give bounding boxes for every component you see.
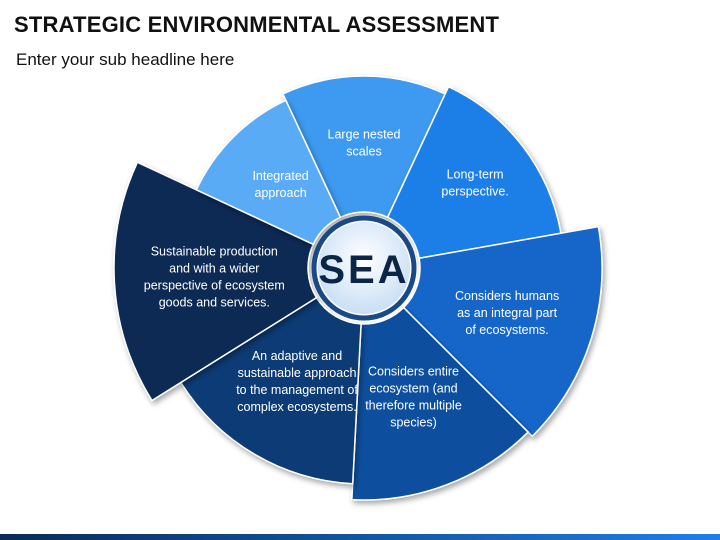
segment-6-label-line: perspective of ecosystem [144, 279, 285, 293]
center-label: SEA [318, 248, 409, 292]
segment-1-label: Large nested scales [328, 128, 401, 159]
segment-4-label: Considers entire ecosystem (and therefore … [365, 364, 462, 429]
segment-4-label-line: Considers entire [368, 364, 459, 378]
bottom-accent-bar [0, 534, 720, 540]
segment-3-label-line: of ecosystems. [465, 323, 548, 337]
segment-5-label-line: to the management of [236, 383, 358, 397]
segment-2-label-line: Long-term [447, 167, 504, 181]
segment-6-label-line: and with a wider [169, 262, 259, 276]
page-subtitle: Enter your sub headline here [16, 50, 235, 69]
segment-5-label: An adaptive and sustainable approach to th… [236, 349, 358, 414]
segment-2-label-line: perspective. [441, 184, 508, 198]
segment-7 [195, 99, 342, 246]
segment-6 [113, 161, 318, 402]
segment-3-label: Considers humans as an integral part of ec… [455, 289, 559, 337]
segment-6-label-line: Sustainable production [151, 245, 278, 259]
segment-1-label-line: Large nested [328, 128, 401, 142]
segment-3-label-line: Considers humans [455, 289, 559, 303]
segment-4-label-line: ecosystem (and [369, 381, 457, 395]
segment-2 [386, 85, 562, 260]
segment-7-label-line: Integrated [252, 169, 308, 183]
segment-4-label-line: species) [390, 415, 437, 429]
segments-layer [113, 75, 603, 501]
center-hub-ring [311, 215, 417, 321]
center-hub: SEA [311, 215, 417, 321]
segment-2-label: Long-term perspective. [441, 167, 508, 198]
segment-4 [351, 306, 530, 501]
page-title: STRATEGIC ENVIRONMENTAL ASSESSMENT [14, 12, 500, 37]
segment-5-label-line: sustainable approach [238, 366, 357, 380]
segment-5-label-line: complex ecosystems. [237, 400, 356, 414]
segment-7-label-line: approach [255, 186, 307, 200]
segment-1-label-line: scales [346, 145, 381, 159]
center-hub-fill [318, 222, 410, 314]
segment-1 [281, 75, 447, 219]
segment-5-label-line: An adaptive and [252, 349, 342, 363]
segment-3 [402, 225, 603, 438]
segment-4-label-line: therefore multiple [365, 398, 462, 412]
segment-6-label: Sustainable production and with a wider pe… [144, 245, 285, 310]
segment-7-label: Integrated approach [252, 169, 308, 200]
segment-6-label-line: goods and services. [159, 296, 270, 310]
segment-3-label-line: as an integral part [457, 306, 558, 320]
segment-5 [179, 296, 362, 485]
